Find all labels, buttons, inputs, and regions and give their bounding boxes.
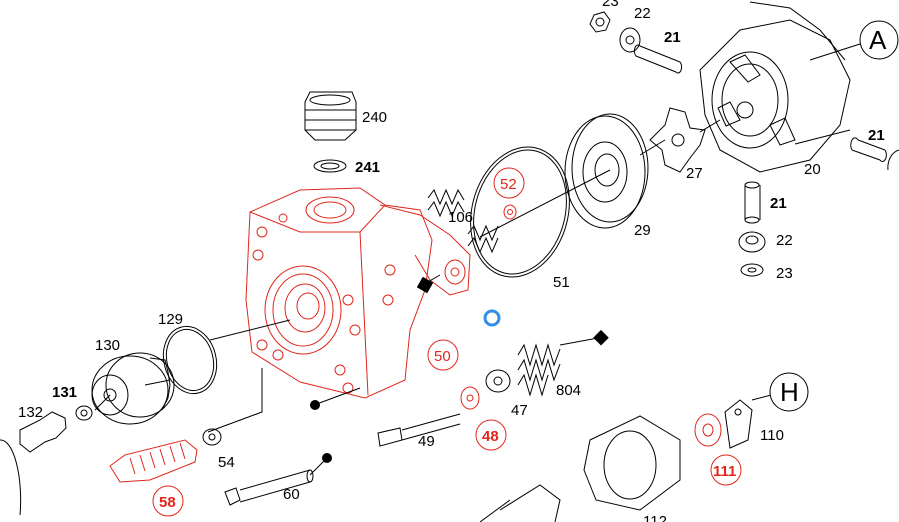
label-23-bottom[interactable]: 23: [776, 265, 793, 282]
section-h-circle: [769, 372, 809, 412]
label-804[interactable]: 804: [556, 382, 581, 399]
callout-48-circle: [475, 419, 507, 451]
label-23-top[interactable]: 23: [602, 0, 619, 10]
label-21-right[interactable]: 21: [868, 127, 885, 144]
label-240[interactable]: 240: [362, 109, 387, 126]
dot-marker-bottom: [322, 453, 332, 463]
callout-58-circle: [152, 485, 184, 517]
section-h-label[interactable]: H: [780, 377, 799, 407]
label-49[interactable]: 49: [418, 433, 435, 450]
plug-240: [304, 91, 357, 173]
label-54[interactable]: 54: [218, 454, 235, 471]
cursor-marker: [483, 309, 501, 327]
label-111[interactable]: 111: [713, 463, 736, 480]
label-132[interactable]: 132: [18, 404, 43, 421]
section-a-label[interactable]: A: [869, 25, 887, 55]
label-50[interactable]: 50: [434, 348, 451, 365]
label-241[interactable]: 241: [355, 159, 380, 176]
plate-assembly: [470, 1, 899, 278]
callout-111-circle: [710, 454, 742, 486]
label-51[interactable]: 51: [553, 274, 570, 291]
label-52[interactable]: 52: [500, 176, 517, 193]
label-110[interactable]: 110: [760, 427, 784, 444]
label-22-top[interactable]: 22: [634, 5, 651, 22]
label-21-bottom[interactable]: 21: [770, 195, 787, 212]
callout-52-circle: [493, 167, 525, 199]
label-130[interactable]: 130: [95, 337, 120, 354]
label-20[interactable]: 20: [804, 161, 821, 178]
label-21-top[interactable]: 21: [664, 29, 681, 46]
lower-parts: [109, 343, 753, 522]
label-129[interactable]: 129: [158, 311, 183, 328]
left-parts: [0, 325, 218, 516]
square-marker-right: [593, 329, 609, 346]
label-22-bottom[interactable]: 22: [776, 232, 793, 249]
section-a-circle: [859, 20, 899, 60]
square-marker-upper: [416, 276, 434, 294]
springs-106: [427, 188, 499, 254]
pump-housing: [245, 187, 471, 399]
callout-50-circle: [427, 339, 459, 371]
label-58[interactable]: 58: [159, 494, 176, 511]
label-47[interactable]: 47: [511, 402, 528, 419]
label-27[interactable]: 27: [686, 165, 703, 182]
label-106[interactable]: 106: [448, 209, 473, 226]
label-29[interactable]: 29: [634, 222, 651, 239]
label-112[interactable]: 112: [643, 513, 667, 522]
label-60[interactable]: 60: [283, 486, 300, 503]
dot-marker-left: [310, 400, 320, 410]
label-131[interactable]: 131: [52, 384, 77, 401]
label-48[interactable]: 48: [482, 428, 499, 445]
leader-lines: [94, 43, 861, 476]
